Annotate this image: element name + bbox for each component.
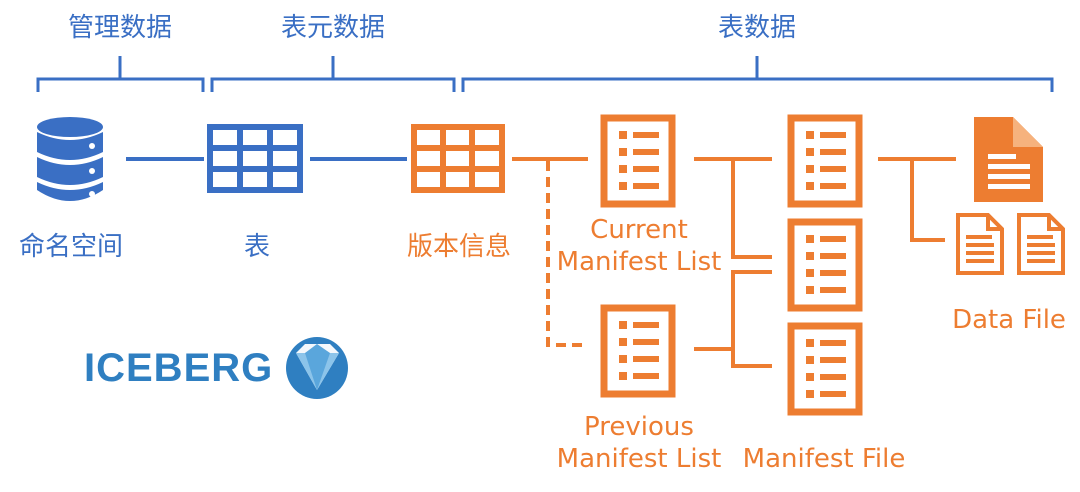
- label-data-file: Data File: [952, 305, 1066, 335]
- label-current-manifest-list-line1: Current: [590, 215, 688, 245]
- label-version-info: 版本信息: [406, 232, 512, 262]
- data-file-icon-small-1: [956, 213, 1004, 275]
- table-grid-icon: [207, 124, 303, 193]
- data-file-icon-small-2: [1017, 213, 1065, 275]
- bracket-table-meta: [210, 56, 456, 92]
- connector-manifest-data-branch: [910, 159, 945, 242]
- previous-manifest-list-icon: [604, 308, 672, 394]
- connector-current-branch: [731, 159, 772, 259]
- connector-previous-branch: [731, 270, 772, 368]
- iceberg-logo-text: ICEBERG: [84, 346, 274, 390]
- version-grid-icon: [411, 124, 505, 193]
- label-previous-manifest-list-line1: Previous: [584, 412, 694, 442]
- label-namespace: 命名空间: [18, 232, 124, 262]
- iceberg-gem-icon: [286, 337, 348, 399]
- label-table: 表: [243, 232, 271, 262]
- section-title-table-data: 表数据: [717, 13, 797, 43]
- label-current-manifest-list-line2: Manifest List: [556, 247, 722, 277]
- current-manifest-list-icon: [604, 118, 672, 204]
- connector-version-previous: [546, 161, 588, 347]
- database-icon: [37, 117, 103, 201]
- data-file-icon-large: [974, 117, 1043, 202]
- section-title-management: 管理数据: [67, 13, 173, 43]
- manifest-file-icon-3: [791, 326, 859, 412]
- section-title-table-meta: 表元数据: [280, 13, 386, 43]
- label-previous-manifest-list-line2: Manifest List: [556, 444, 722, 474]
- manifest-file-icon-2: [791, 222, 859, 308]
- label-manifest-file: Manifest File: [742, 444, 906, 474]
- bracket-management: [36, 56, 205, 92]
- manifest-file-icon-1: [791, 118, 859, 204]
- bracket-table-data: [461, 56, 1054, 92]
